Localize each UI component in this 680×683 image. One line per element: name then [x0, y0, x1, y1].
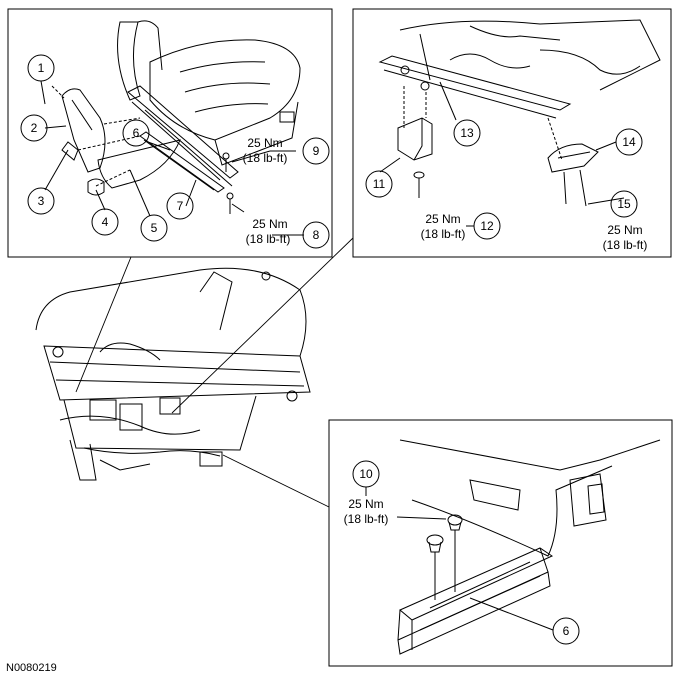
- callout-2: 2: [31, 121, 38, 135]
- callout-7: 7: [177, 199, 184, 213]
- callout-13: 13: [460, 126, 474, 140]
- detail-frame-right: [352, 8, 672, 258]
- callout-6-top: 6: [133, 126, 140, 140]
- figure-id: N0080219: [6, 662, 57, 674]
- callout-6-bottom: 6: [563, 624, 570, 638]
- bottom-callout-leaders: [365, 487, 554, 631]
- torque-15-nm: 25 Nm: [607, 223, 642, 237]
- main-seat-art: [35, 267, 311, 481]
- leader-lines: [75, 237, 354, 508]
- right-callout-leaders: [379, 81, 625, 227]
- detail-frame-bottom: [328, 419, 673, 667]
- left-inset-art: [51, 20, 301, 214]
- callout-4: 4: [102, 215, 109, 229]
- callout-circles: [20, 54, 643, 645]
- callout-10: 10: [359, 467, 373, 481]
- torque-specs: 25 Nm (18 lb-ft) 25 Nm (18 lb-ft) 25 Nm …: [243, 136, 648, 526]
- callout-8: 8: [313, 228, 320, 242]
- torque-12-nm: 25 Nm: [425, 212, 460, 226]
- callout-15: 15: [617, 197, 631, 211]
- detail-frame-left: [7, 8, 333, 258]
- torque-15-lbft: (18 lb-ft): [603, 238, 648, 252]
- torque-9-lbft: (18 lb-ft): [243, 151, 288, 165]
- callout-3: 3: [38, 194, 45, 208]
- callout-9: 9: [313, 144, 320, 158]
- torque-12-lbft: (18 lb-ft): [421, 227, 466, 241]
- callout-numbers: 1 2 3 4 5 6 7 8 9 10 11 12 13 14 15 6: [31, 61, 636, 638]
- torque-10-lbft: (18 lb-ft): [344, 512, 389, 526]
- torque-8-nm: 25 Nm: [252, 217, 287, 231]
- bottom-inset-art: [397, 439, 661, 655]
- torque-9-nm: 25 Nm: [247, 136, 282, 150]
- torque-10-nm: 25 Nm: [348, 497, 383, 511]
- callout-14: 14: [622, 135, 636, 149]
- torque-8-lbft: (18 lb-ft): [246, 232, 291, 246]
- callout-1: 1: [38, 61, 45, 75]
- callout-12: 12: [480, 219, 494, 233]
- right-inset-art: [378, 19, 661, 207]
- callout-5: 5: [151, 221, 158, 235]
- callout-11: 11: [373, 177, 386, 191]
- left-callout-leaders: [40, 80, 304, 236]
